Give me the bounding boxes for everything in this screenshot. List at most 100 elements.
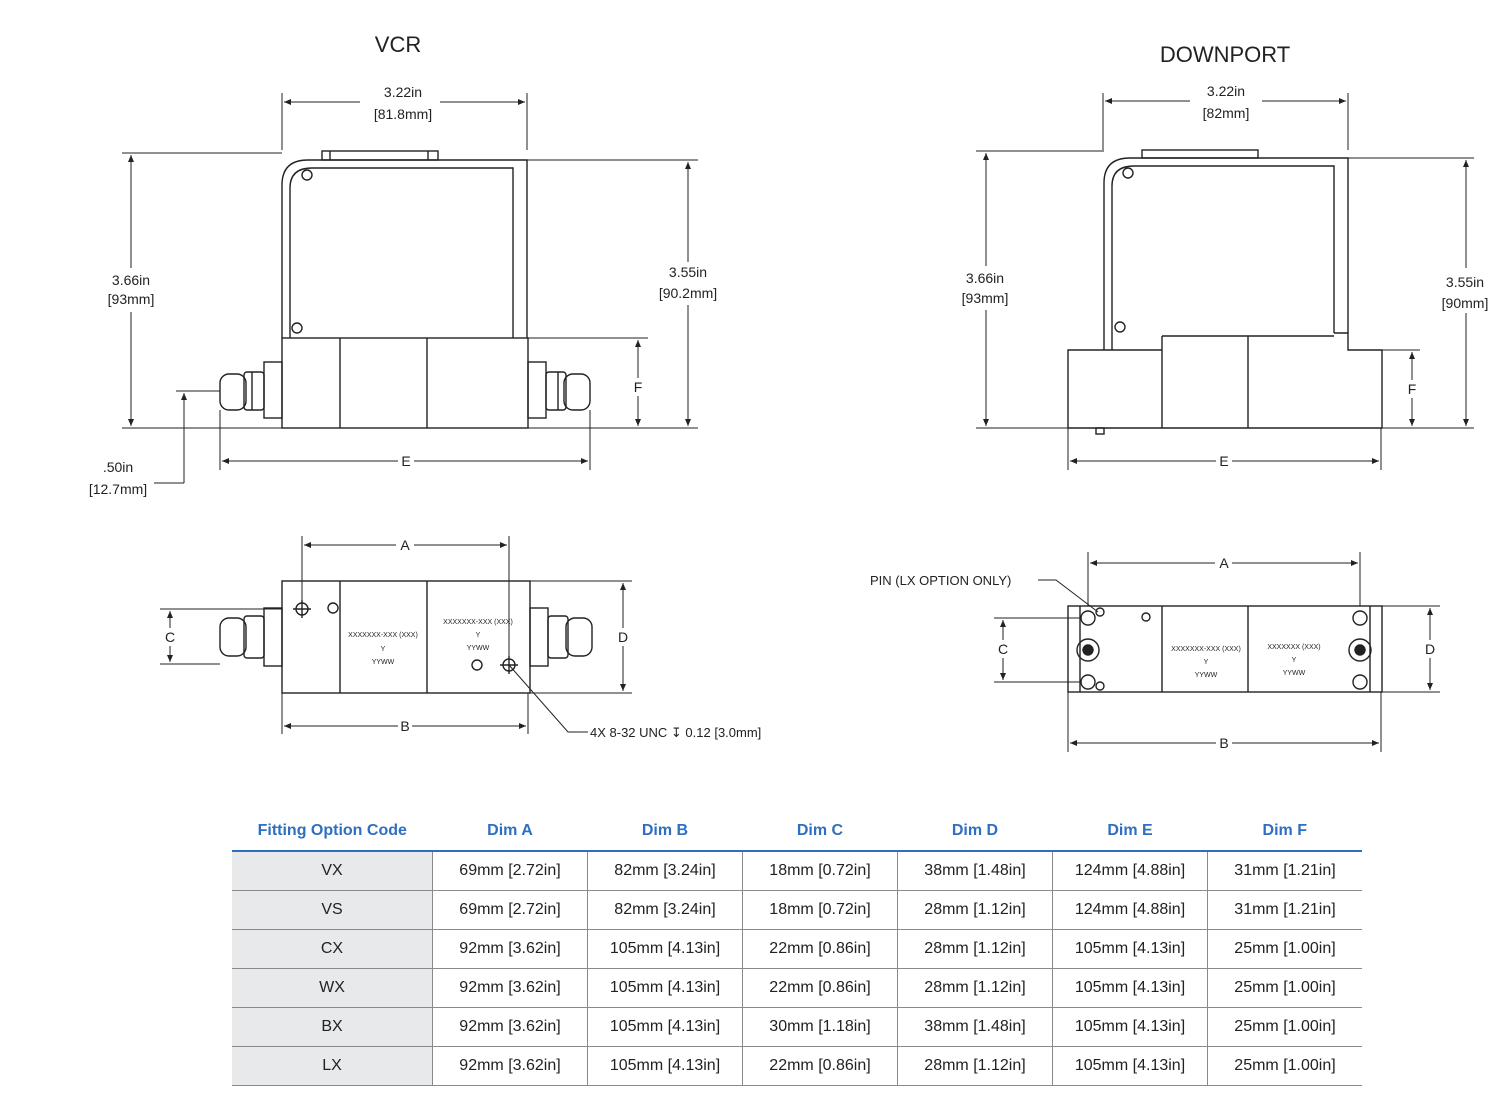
vcr-label-left-date: YYWW: [372, 659, 395, 666]
cell-dim-d: 38mm [1.48in]: [897, 851, 1053, 891]
cell-code: VS: [232, 890, 433, 930]
downport-label-right: XXXXXXX (XXX): [1267, 644, 1320, 651]
downport-top-body: [1067, 605, 1383, 693]
cell-dim-e: 105mm [4.13in]: [1052, 1046, 1208, 1086]
cell-dim-c: 22mm [0.86in]: [742, 1046, 898, 1086]
downport-dim-c: C: [998, 641, 1008, 657]
cell-dim-b: 82mm [3.24in]: [587, 851, 743, 891]
cell-dim-f: 31mm [1.21in]: [1207, 890, 1362, 930]
downport-dim-a: A: [1219, 555, 1229, 571]
cell-dim-b: 82mm [3.24in]: [587, 890, 743, 930]
header-dim-b: Dim B: [587, 812, 743, 852]
cell-dim-c: 18mm [0.72in]: [742, 851, 898, 891]
downport-label-left: XXXXXXX-XXX (XXX): [1171, 646, 1241, 653]
cell-code: WX: [232, 968, 433, 1008]
vcr-height-in: 3.66in: [112, 272, 150, 288]
vcr-dim-a: A: [400, 537, 410, 553]
header-dim-f: Dim F: [1207, 812, 1362, 852]
cell-dim-e: 105mm [4.13in]: [1052, 968, 1208, 1008]
cell-dim-c: 18mm [0.72in]: [742, 890, 898, 930]
vcr-left-fitting: [219, 361, 283, 419]
downport-top-view: PIN (LX OPTION ONLY) A B C D XXXXXXX-XXX…: [870, 552, 1440, 752]
vcr-front-view: VCR: [89, 32, 717, 497]
cell-dim-f: 25mm [1.00in]: [1207, 1046, 1362, 1086]
downport-pin-note: PIN (LX OPTION ONLY): [870, 573, 1011, 588]
table-row: WX 92mm [3.62in] 105mm [4.13in] 22mm [0.…: [232, 968, 1362, 1008]
cell-dim-a: 92mm [3.62in]: [432, 1007, 588, 1047]
downport-body-in: 3.55in: [1446, 274, 1484, 290]
downport-label-right-y: Y: [1292, 657, 1297, 664]
downport-dim-b: B: [1219, 735, 1228, 751]
cell-code: BX: [232, 1007, 433, 1047]
table-row: LX 92mm [3.62in] 105mm [4.13in] 22mm [0.…: [232, 1046, 1362, 1086]
vcr-right-fitting: [527, 361, 591, 419]
vcr-dim-d: D: [618, 629, 628, 645]
downport-label-left-y: Y: [1204, 659, 1209, 666]
downport-width-in: 3.22in: [1207, 83, 1245, 99]
cell-dim-c: 22mm [0.86in]: [742, 929, 898, 969]
cell-dim-e: 105mm [4.13in]: [1052, 1007, 1208, 1047]
vcr-top-connector: [321, 150, 439, 161]
cell-code: VX: [232, 851, 433, 891]
cell-dim-d: 38mm [1.48in]: [897, 1007, 1053, 1047]
cell-dim-f: 25mm [1.00in]: [1207, 1007, 1362, 1047]
cell-dim-a: 69mm [2.72in]: [432, 851, 588, 891]
cell-dim-e: 105mm [4.13in]: [1052, 929, 1208, 969]
cell-dim-e: 124mm [4.88in]: [1052, 890, 1208, 930]
downport-top-connector: [1141, 149, 1259, 159]
vcr-dim-c: C: [165, 629, 175, 645]
vcr-label-left-y: Y: [381, 646, 386, 653]
cell-dim-d: 28mm [1.12in]: [897, 929, 1053, 969]
downport-height-mm: [93mm]: [962, 290, 1009, 306]
downport-dim-e: E: [1219, 453, 1228, 469]
downport-title: DOWNPORT: [1160, 42, 1290, 67]
vcr-dim-e: E: [401, 453, 410, 469]
downport-front-view: DOWNPORT 3.22in [82mm]: [962, 42, 1489, 470]
downport-housing: [1103, 157, 1349, 350]
table-row: BX 92mm [3.62in] 105mm [4.13in] 30mm [1.…: [232, 1007, 1362, 1047]
downport-height-in: 3.66in: [966, 270, 1004, 286]
vcr-width-mm: [81.8mm]: [374, 106, 432, 122]
table-row: VX 69mm [2.72in] 82mm [3.24in] 18mm [0.7…: [232, 851, 1362, 891]
cell-dim-f: 25mm [1.00in]: [1207, 968, 1362, 1008]
cell-dim-c: 30mm [1.18in]: [742, 1007, 898, 1047]
vcr-dim-b: B: [400, 718, 409, 734]
vcr-housing: [281, 159, 528, 338]
vcr-label-left: XXXXXXX-XXX (XXX): [348, 632, 418, 639]
table-row: VS 69mm [2.72in] 82mm [3.24in] 18mm [0.7…: [232, 890, 1362, 930]
vcr-label-right-y: Y: [476, 632, 481, 639]
cell-dim-d: 28mm [1.12in]: [897, 1046, 1053, 1086]
cell-dim-a: 92mm [3.62in]: [432, 968, 588, 1008]
cell-dim-b: 105mm [4.13in]: [587, 1007, 743, 1047]
downport-width-mm: [82mm]: [1203, 105, 1250, 121]
vcr-height-mm: [93mm]: [108, 291, 155, 307]
cell-dim-d: 28mm [1.12in]: [897, 890, 1053, 930]
cell-dim-a: 92mm [3.62in]: [432, 1046, 588, 1086]
vcr-body-mm: [90.2mm]: [659, 285, 717, 301]
downport-dim-f: F: [1408, 381, 1417, 397]
downport-body-mm: [90mm]: [1442, 295, 1489, 311]
cell-code: CX: [232, 929, 433, 969]
cell-dim-f: 25mm [1.00in]: [1207, 929, 1362, 969]
vcr-base: [281, 337, 529, 429]
fitting-dimensions-table: Fitting Option Code Dim A Dim B Dim C Di…: [232, 812, 1362, 1086]
cell-dim-b: 105mm [4.13in]: [587, 1046, 743, 1086]
vcr-body-in: 3.55in: [669, 264, 707, 280]
header-dim-e: Dim E: [1052, 812, 1208, 852]
vcr-screw-note: 4X 8-32 UNC ↧ 0.12 [3.0mm]: [590, 725, 761, 740]
cell-dim-f: 31mm [1.21in]: [1207, 851, 1362, 891]
header-dim-d: Dim D: [897, 812, 1053, 852]
vcr-top-view: A B C D 4X 8-32 UNC ↧ 0.12 [3.0mm] XXXXX…: [160, 536, 761, 740]
header-dim-c: Dim C: [742, 812, 898, 852]
downport-label-right-date: YYWW: [1283, 670, 1306, 677]
technical-drawing: VCR: [89, 32, 1489, 752]
vcr-offset-mm: [12.7mm]: [89, 481, 147, 497]
table-header-row: Fitting Option Code Dim A Dim B Dim C Di…: [232, 812, 1362, 852]
table-row: CX 92mm [3.62in] 105mm [4.13in] 22mm [0.…: [232, 929, 1362, 969]
vcr-label-right-date: YYWW: [467, 645, 490, 652]
header-fitting-option-code: Fitting Option Code: [232, 812, 433, 852]
cell-dim-a: 92mm [3.62in]: [432, 929, 588, 969]
header-dim-a: Dim A: [432, 812, 588, 852]
vcr-label-right: XXXXXXX-XXX (XXX): [443, 619, 513, 626]
cell-code: LX: [232, 1046, 433, 1086]
